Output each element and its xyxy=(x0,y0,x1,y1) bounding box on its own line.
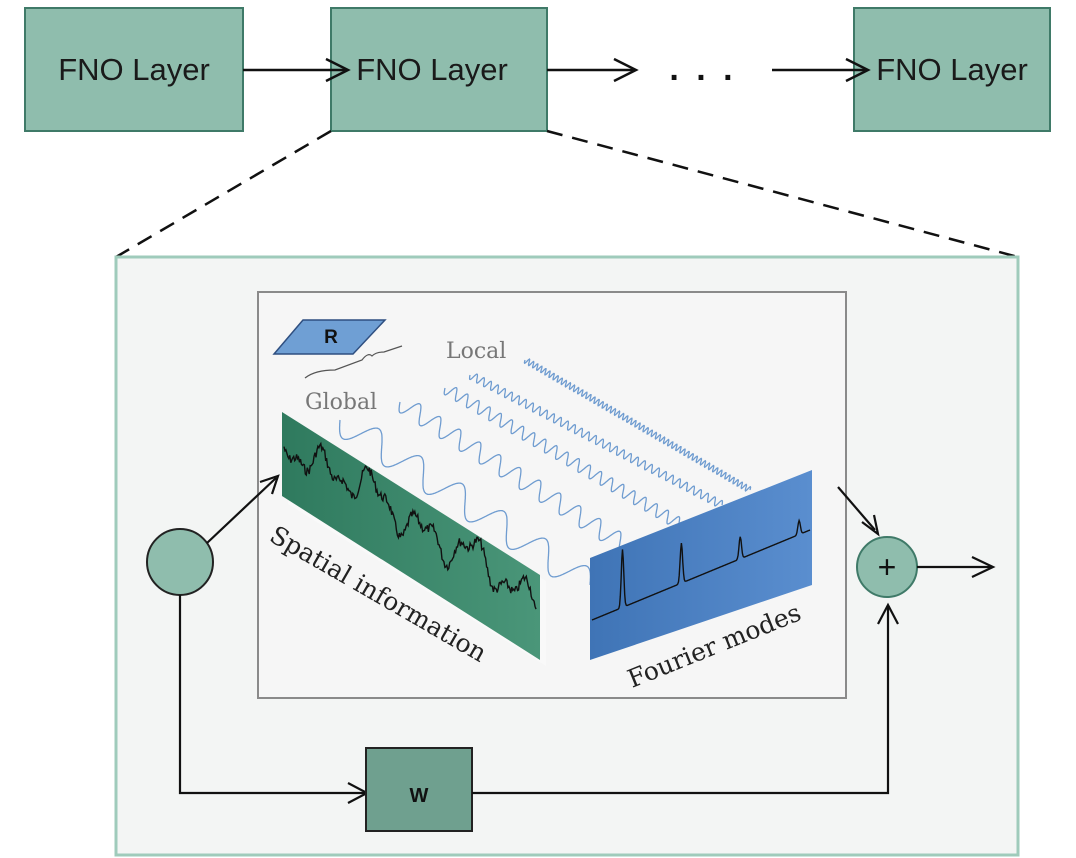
fourier-panel xyxy=(590,470,812,660)
fourier-wave-2 xyxy=(398,401,642,556)
sum-symbol: + xyxy=(878,549,897,585)
output-arrow xyxy=(917,556,996,578)
pipeline-ellipsis: . . . xyxy=(669,50,736,88)
fno-layer-box-2: FNO Layer xyxy=(330,7,548,132)
pipeline-arrow-2 xyxy=(547,57,639,83)
fourier-wave-1 xyxy=(338,419,592,586)
arrow-spectral-to-sum xyxy=(837,486,880,537)
r-weight-diamond: R xyxy=(272,319,387,355)
input-node xyxy=(146,528,214,596)
fno-layer-label-2: FNO Layer xyxy=(356,52,508,87)
sum-node: + xyxy=(856,536,918,598)
r-label: R xyxy=(324,327,338,348)
w-label: W xyxy=(410,785,429,807)
pipeline-arrow-3 xyxy=(772,57,871,83)
r-brace xyxy=(304,345,403,379)
w-weight-box: W xyxy=(365,747,473,832)
fourier-signal xyxy=(591,518,811,621)
fno-layer-label-1: FNO Layer xyxy=(58,52,210,87)
fourier-wave-5 xyxy=(523,358,752,492)
arrow-input-to-spectral xyxy=(206,474,280,544)
spatial-signal xyxy=(283,441,537,610)
fno-layer-box-3: FNO Layer xyxy=(853,7,1051,132)
pipeline-arrow-1 xyxy=(243,57,351,83)
arrow-w-to-sum xyxy=(472,602,899,795)
fourier-wave-4 xyxy=(468,373,724,507)
zoom-lines xyxy=(115,129,1019,259)
fno-layer-box-1: FNO Layer xyxy=(24,7,244,132)
pipeline: FNO Layer FNO Layer FNO Layer . . . xyxy=(24,7,1051,132)
local-label: Local xyxy=(446,339,506,364)
spatial-panel xyxy=(282,412,546,666)
fourier-wave-3 xyxy=(443,386,692,532)
fourier-waves xyxy=(338,358,752,586)
global-label: Global xyxy=(305,390,377,415)
fno-layer-label-3: FNO Layer xyxy=(876,52,1028,87)
